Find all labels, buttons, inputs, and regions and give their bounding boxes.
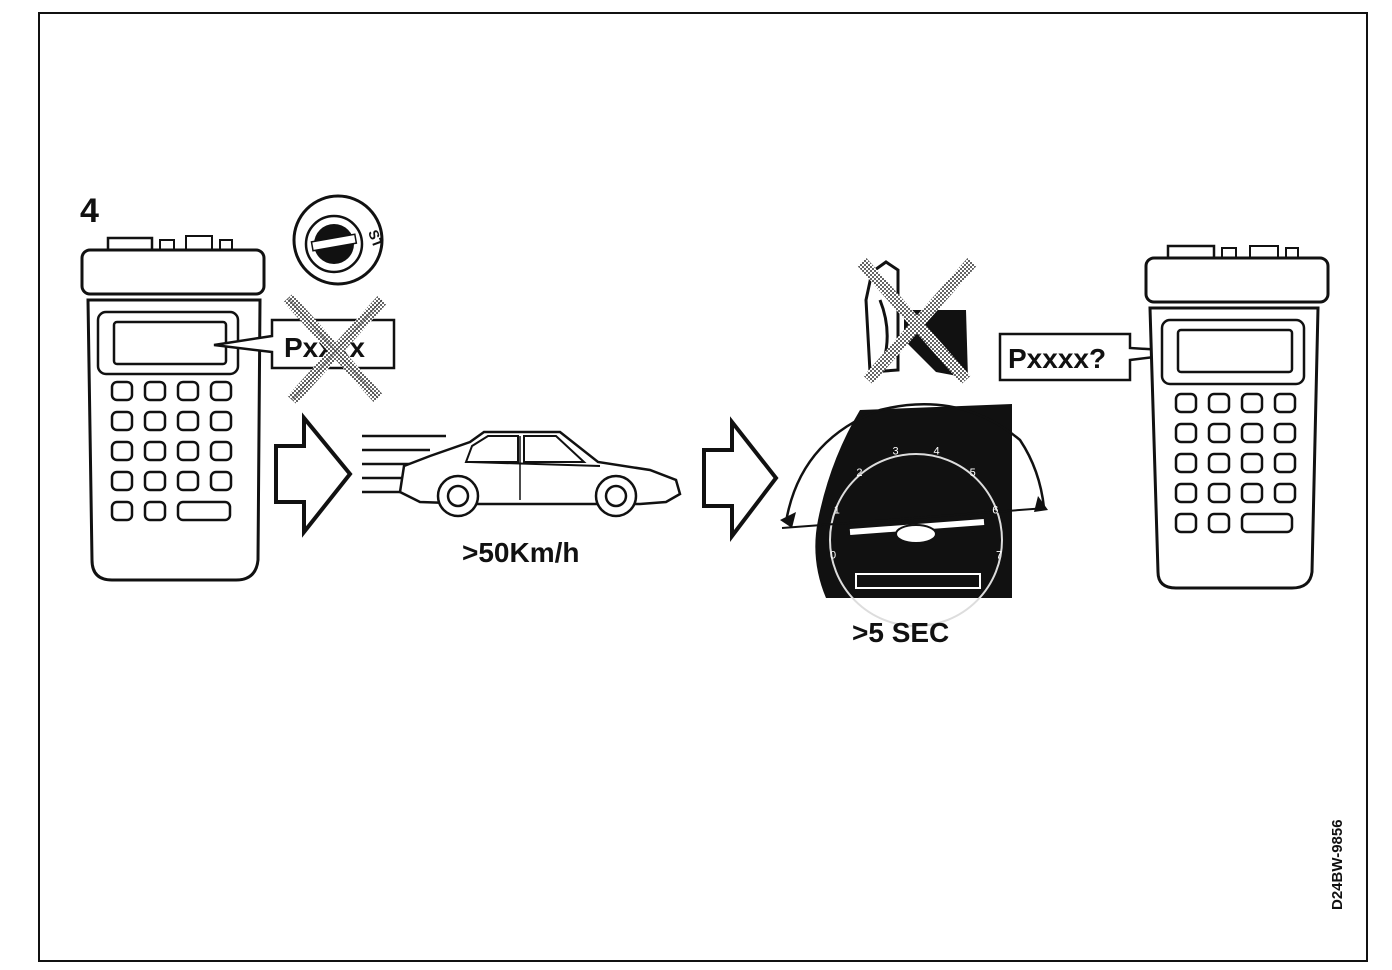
- keypad-key: [1207, 512, 1231, 534]
- time-label: >5 SEC: [852, 617, 949, 648]
- keypad-key: [1174, 392, 1198, 414]
- keypad-key: [1174, 452, 1198, 474]
- keypad-key: [110, 380, 134, 402]
- gauge-ticks: 0 1 2 3 4 5 6 7: [830, 445, 1002, 561]
- gauge-tick-label: 2: [856, 467, 862, 479]
- flow-arrow-1: [274, 412, 353, 538]
- keypad-key: [209, 440, 233, 462]
- keypad-key: [209, 410, 233, 432]
- keypad-key: [176, 470, 200, 492]
- keypad-right: [1174, 392, 1297, 534]
- keypad-key: [110, 440, 134, 462]
- keypad-key: [209, 380, 233, 402]
- keypad-key: [1207, 482, 1231, 504]
- keypad-key: [143, 440, 167, 462]
- gauge-tick-label: 7: [996, 549, 1002, 561]
- gauge-tick-label: 0: [830, 549, 836, 561]
- keypad-key: [1240, 482, 1264, 504]
- gauge-tick-label: 5: [970, 467, 976, 479]
- keypad-key: [176, 380, 200, 402]
- keypad-key: [1240, 392, 1264, 414]
- car-icon: [398, 430, 682, 518]
- keypad-key: [143, 500, 167, 522]
- diagram-frame: [38, 12, 1368, 962]
- keypad-key: [1240, 422, 1264, 444]
- keypad-key: [143, 380, 167, 402]
- step-number: 4: [80, 192, 99, 230]
- gauge-icon: 0 1 2 3 4 5 6 7: [780, 403, 1048, 627]
- speed-lines: [362, 434, 446, 494]
- keypad-key: [1207, 452, 1231, 474]
- enter-key: [1240, 512, 1294, 534]
- gauge-tick-label: 1: [834, 504, 840, 516]
- diagnostic-tester-left: [80, 235, 266, 582]
- diagnostic-tester-right: [1144, 244, 1330, 590]
- keypad-key: [1174, 482, 1198, 504]
- keypad-key: [209, 470, 233, 492]
- gauge-tick-label: 4: [934, 445, 940, 457]
- fuel-pump-crossed-icon: [857, 258, 977, 384]
- keypad-key: [1273, 392, 1297, 414]
- keypad-key: [143, 410, 167, 432]
- keypad-key: [1174, 512, 1198, 534]
- speed-label: >50Km/h: [462, 537, 580, 568]
- enter-key: [176, 500, 232, 522]
- keypad-key: [1174, 422, 1198, 444]
- keypad-left: [110, 380, 233, 522]
- keypad-key: [110, 470, 134, 492]
- code-callout-crossed: Pxxxx: [213, 293, 396, 405]
- keypad-key: [110, 500, 134, 522]
- keypad-key: [176, 410, 200, 432]
- keypad-key: [1273, 452, 1297, 474]
- gauge-tick-label: 3: [892, 445, 898, 457]
- keypad-key: [1273, 482, 1297, 504]
- flow-arrow-2: [702, 416, 779, 542]
- keypad-key: [1273, 422, 1297, 444]
- code-query-text: Pxxxx?: [1008, 343, 1106, 374]
- keypad-key: [1207, 392, 1231, 414]
- ignition-marking: ST: [365, 228, 386, 251]
- ignition-switch-icon: ST: [292, 194, 386, 286]
- keypad-key: [176, 440, 200, 462]
- code-callout-query: Pxxxx?: [998, 332, 1197, 382]
- keypad-key: [143, 470, 167, 492]
- keypad-key: [1207, 422, 1231, 444]
- gauge-tick-label: 6: [992, 504, 998, 516]
- figure-id: D24BW-9856: [1329, 819, 1346, 910]
- keypad-key: [110, 410, 134, 432]
- keypad-key: [1240, 452, 1264, 474]
